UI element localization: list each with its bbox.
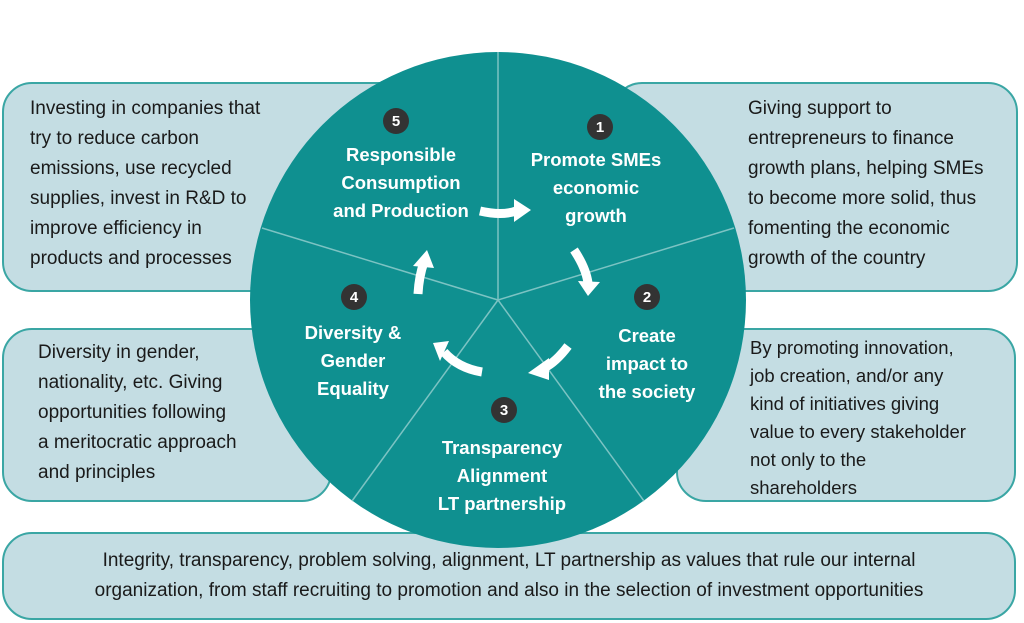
arrow-head — [578, 281, 600, 296]
segment-number-badge: 3 — [491, 397, 517, 423]
cycle-arrows — [413, 206, 593, 377]
description-box-society-impact: By promoting innovation, job creation, a… — [676, 328, 1016, 502]
arrow-head — [528, 358, 549, 380]
box-line: try to reduce carbon — [30, 128, 199, 149]
box-line: a meritocratic approach — [38, 432, 237, 453]
arrow-arc — [570, 247, 593, 284]
segment-label-line: economic — [552, 177, 640, 198]
segment-number-badge: 4 — [341, 284, 367, 310]
box-line: value to every stakeholder — [750, 421, 966, 442]
segment-number-badge: 5 — [383, 108, 409, 134]
segment-label-line: and Production — [333, 200, 469, 221]
segment-label-line: Consumption — [341, 172, 461, 193]
box-line: kind of initiatives giving — [750, 393, 940, 414]
divider-line — [497, 227, 735, 301]
segment-label-line: the society — [598, 381, 696, 402]
wheel-dividers — [261, 52, 735, 502]
arrow-head — [514, 199, 531, 222]
segment-label-line: Transparency — [441, 437, 563, 458]
divider-line — [261, 227, 499, 301]
segment-label-line: Promote SMEs — [530, 149, 662, 170]
segment-label-line: impact to — [605, 353, 689, 374]
segment-label-diversity: Diversity & Gender Equality — [288, 319, 418, 403]
box-line: shareholders — [750, 477, 857, 498]
segment-label-line: Create — [618, 325, 676, 346]
box-line: Integrity, transparency, problem solving… — [102, 550, 916, 571]
box-line: nationality, etc. Giving — [38, 372, 223, 393]
arrow-head — [413, 250, 434, 268]
segment-number-badge: 2 — [634, 284, 660, 310]
segment-label-line: LT partnership — [437, 493, 567, 514]
segment-number-badge: 1 — [587, 114, 613, 140]
segment-label-line: growth — [565, 205, 627, 226]
box-line: and principles — [38, 462, 156, 483]
box-line: to become more solid, thus — [748, 188, 977, 209]
arrow-arc — [479, 206, 518, 218]
box-line: job creation, and/or any — [750, 365, 944, 386]
arrow-arc — [440, 348, 483, 377]
box-line: not only to the — [750, 449, 867, 470]
segment-label-line: Equality — [317, 378, 389, 399]
box-line: Diversity in gender, — [38, 342, 200, 363]
box-line: opportunities following — [38, 402, 227, 423]
segment-label-smes: Promote SMEs economic growth — [518, 146, 674, 230]
segment-label-line: Responsible — [346, 144, 456, 165]
box-line: growth plans, helping SMEs — [748, 158, 984, 179]
box-line: growth of the country — [748, 248, 926, 269]
box-line: improve efficiency in — [30, 218, 202, 239]
cycle-arrowheads — [413, 199, 600, 380]
box-line: Giving support to — [748, 98, 892, 119]
segment-label-consumption: Responsible Consumption and Production — [318, 141, 484, 225]
box-line: products and processes — [30, 248, 232, 269]
divider-line — [497, 299, 645, 502]
segment-label-line: Diversity & — [304, 322, 402, 343]
segment-label-line: Gender — [320, 350, 386, 371]
box-line: entrepreneurs to finance — [748, 128, 954, 149]
segment-label-transparency: Transparency Alignment LT partnership — [422, 434, 582, 518]
box-line: emissions, use recycled — [30, 158, 232, 179]
divider-line — [351, 299, 499, 502]
box-line: supplies, invest in R&D to — [30, 188, 247, 209]
box-line: fomenting the economic — [748, 218, 950, 239]
box-line: By promoting innovation, — [750, 337, 954, 358]
segment-label-line: Alignment — [456, 465, 548, 486]
segment-label-society: Create impact to the society — [584, 322, 710, 406]
arrow-head — [433, 341, 449, 361]
box-line: Investing in companies that — [30, 98, 261, 119]
box-line: organization, from staff recruiting to p… — [94, 580, 924, 601]
